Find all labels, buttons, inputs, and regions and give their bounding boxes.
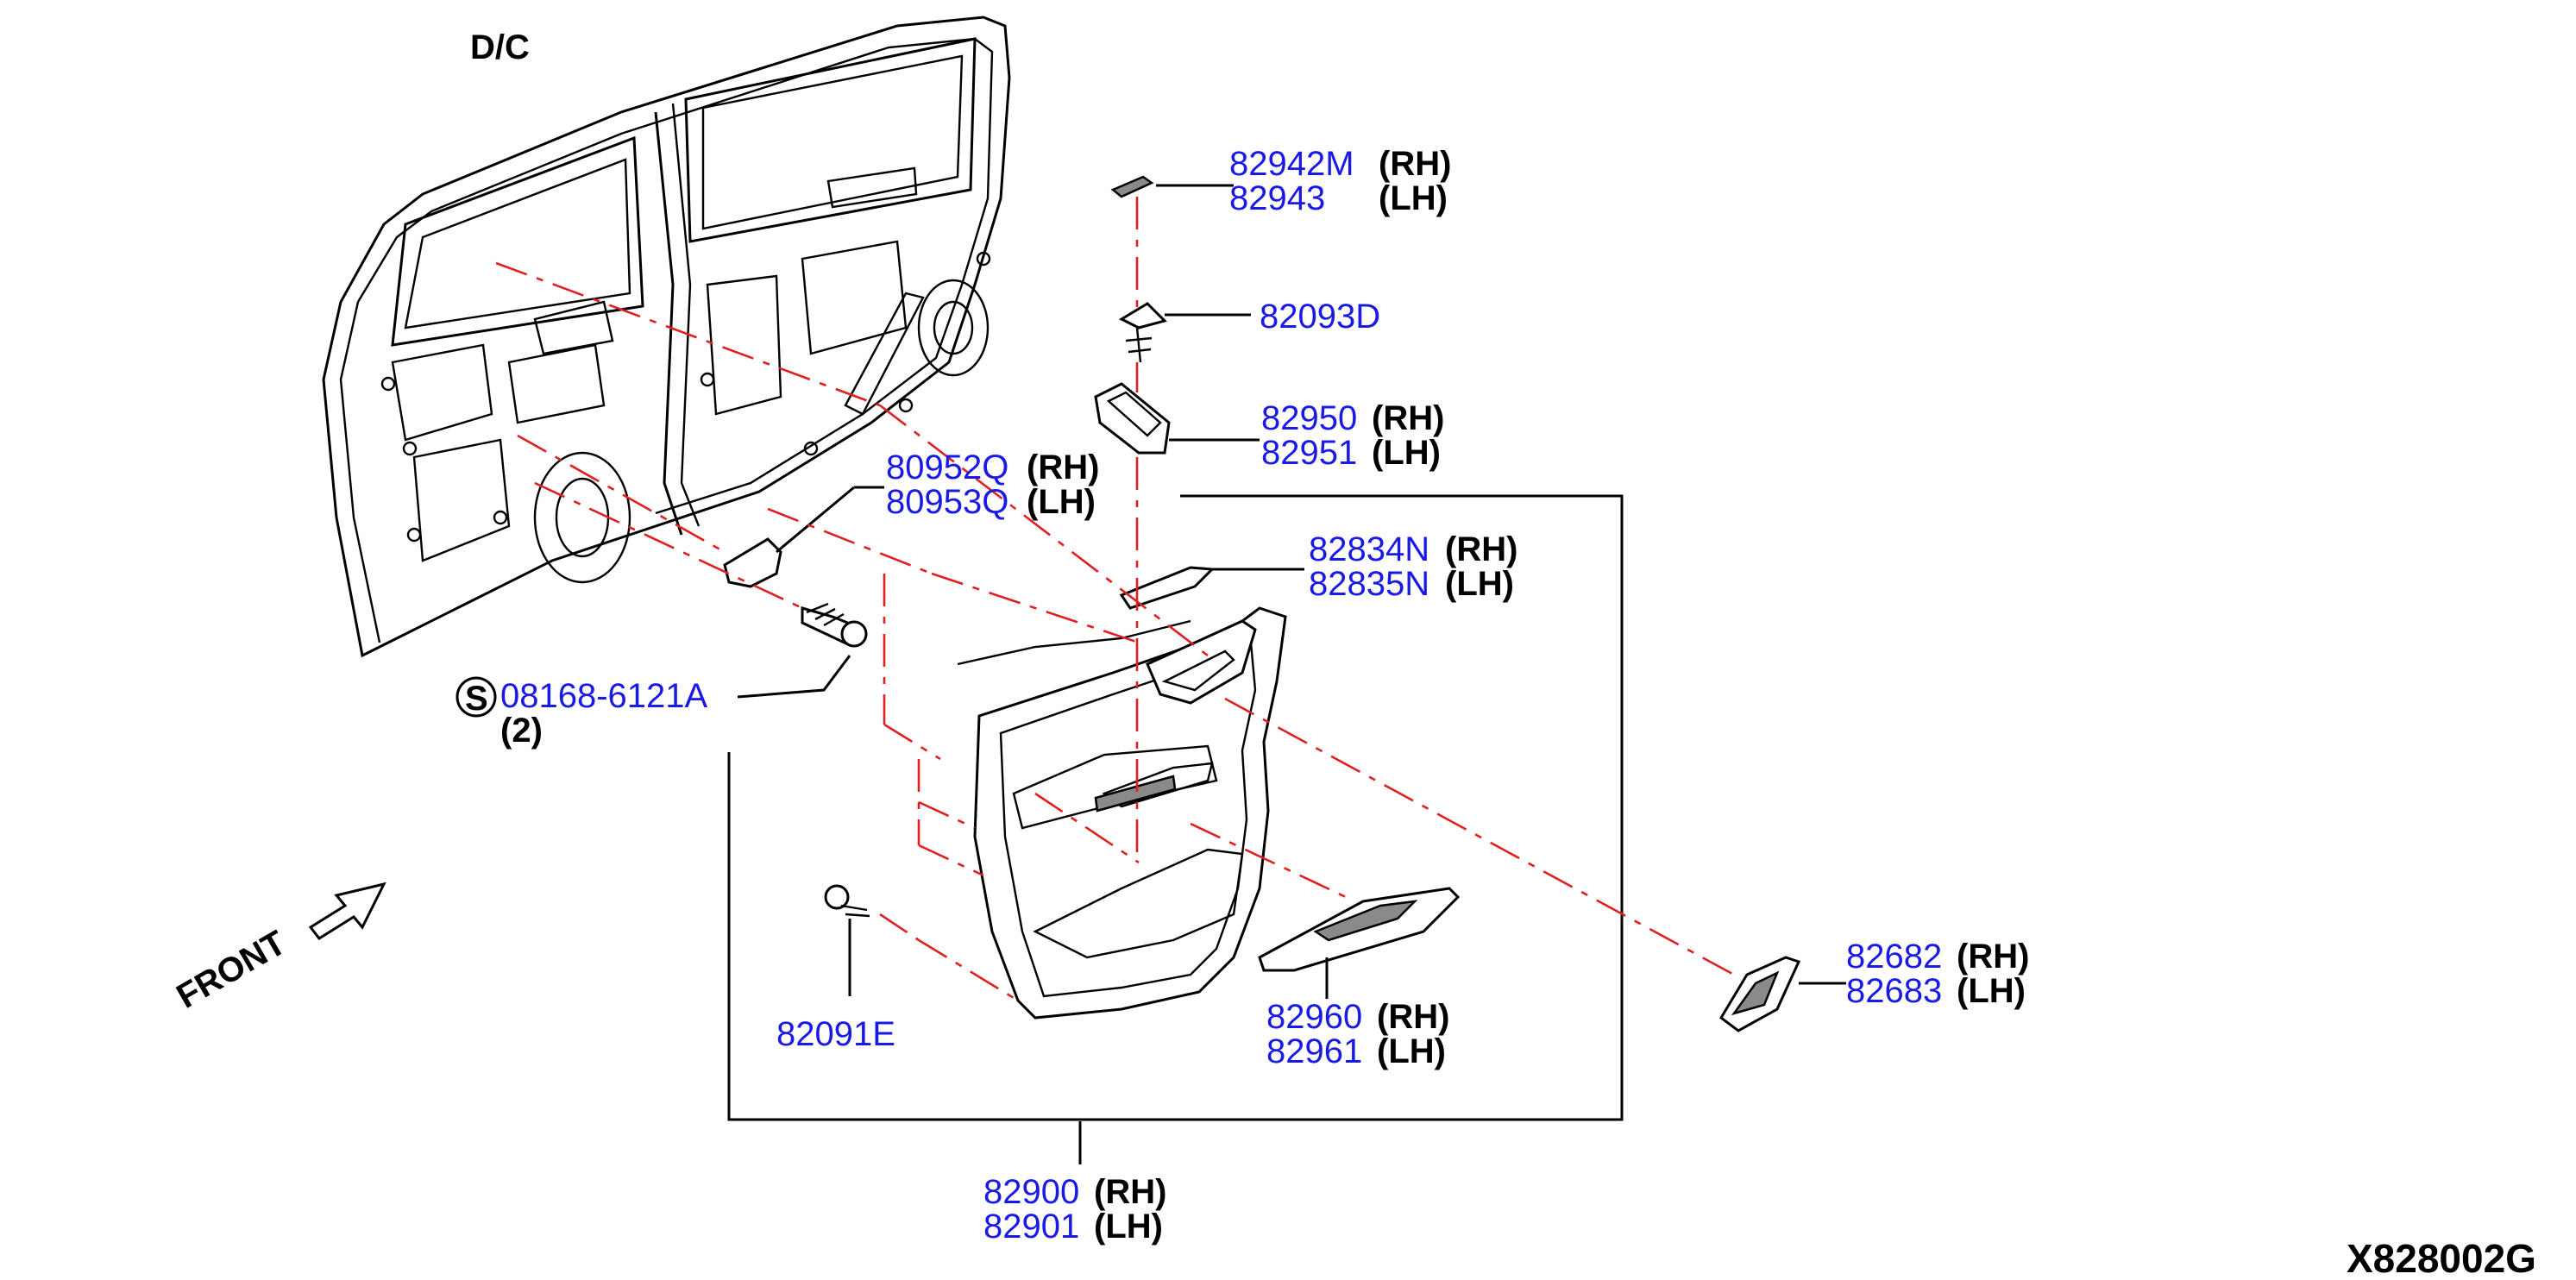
callout-escutcheon: 82682 (RH) 82683 (LH) <box>1846 938 2029 1010</box>
screw-symbol: S <box>465 680 488 718</box>
side-label: (LH) <box>1027 483 1096 521</box>
side-label: (RH) <box>1027 449 1099 486</box>
side-label: (LH) <box>1379 179 1448 217</box>
bracket-drawing <box>723 486 884 588</box>
callout-clip-bottom: 82091E <box>776 1015 895 1053</box>
side-label: (LH) <box>1094 1208 1163 1245</box>
clip-bottom-drawing <box>824 884 870 996</box>
callout-pull-cup: 82950 (RH) 82951 (LH) <box>1261 399 1444 472</box>
side-label: (LH) <box>1372 434 1441 472</box>
side-label: (RH) <box>1379 145 1451 183</box>
side-label: (LH) <box>1957 972 2026 1010</box>
part-number[interactable]: 82682 <box>1846 938 1942 976</box>
part-number[interactable]: 80953Q <box>886 483 1008 521</box>
callout-upper-trim: 82834N (RH) 82835N (LH) <box>1212 530 1517 603</box>
finisher-cap-drawing <box>1110 175 1234 198</box>
side-label: (RH) <box>1372 399 1444 437</box>
part-number[interactable]: 82942M <box>1229 145 1354 183</box>
diagram-code: X828002G <box>2347 1236 2536 1280</box>
part-number[interactable]: 82951 <box>1261 434 1357 472</box>
part-number[interactable]: 82091E <box>776 1015 895 1053</box>
escutcheon-drawing <box>1719 956 1846 1032</box>
switch-finisher-drawing <box>1258 887 1461 999</box>
door-panel-drawing <box>322 16 1011 658</box>
front-arrow: FRONT <box>171 882 386 1016</box>
side-label: (LH) <box>1445 565 1514 603</box>
side-label: (RH) <box>1445 530 1517 568</box>
part-number[interactable]: 82950 <box>1261 399 1357 437</box>
part-number[interactable]: 82961 <box>1266 1032 1362 1070</box>
side-label: (LH) <box>1377 1032 1446 1070</box>
pull-cup-drawing <box>1094 382 1260 455</box>
clip-top-drawing <box>1118 302 1251 363</box>
callout-switch-finisher: 82960 (RH) 82961 (LH) <box>1266 998 1449 1070</box>
callout-bracket: 80952Q (RH) 80953Q (LH) <box>886 449 1099 521</box>
part-number[interactable]: 82683 <box>1846 972 1942 1010</box>
front-label: FRONT <box>171 924 292 1016</box>
part-number[interactable]: 08168-6121A <box>500 677 708 715</box>
part-number[interactable]: 82960 <box>1266 998 1362 1036</box>
front-arrow-icon <box>308 882 386 940</box>
part-number[interactable]: 82901 <box>983 1208 1079 1245</box>
callout-clip-top: 82093D <box>1260 298 1380 336</box>
part-number[interactable]: 80952Q <box>886 449 1008 486</box>
diagram-header: D/C <box>470 28 530 66</box>
part-number[interactable]: 82900 <box>983 1173 1079 1211</box>
quantity-label: (2) <box>500 712 543 750</box>
assembly-dash-lines <box>495 197 1735 1002</box>
part-number[interactable]: 82834N <box>1309 530 1429 568</box>
door-trim-drawing <box>957 566 1287 1020</box>
screw-drawing: S <box>456 602 868 718</box>
part-number[interactable]: 82835N <box>1309 565 1429 603</box>
part-number[interactable]: 82943 <box>1229 179 1325 217</box>
callout-screw: 08168-6121A (2) <box>500 677 708 750</box>
callout-finisher-cap: 82942M (RH) 82943 (LH) <box>1229 145 1451 217</box>
screw-symbol-icon: S <box>456 676 497 718</box>
callout-door-trim: 82900 (RH) 82901 (LH) <box>983 1173 1166 1245</box>
side-label: (RH) <box>1377 998 1449 1036</box>
trim-assembly-box <box>727 494 1624 1121</box>
part-number[interactable]: 82093D <box>1260 298 1380 336</box>
side-label: (RH) <box>1094 1173 1166 1211</box>
side-label: (RH) <box>1957 938 2029 976</box>
